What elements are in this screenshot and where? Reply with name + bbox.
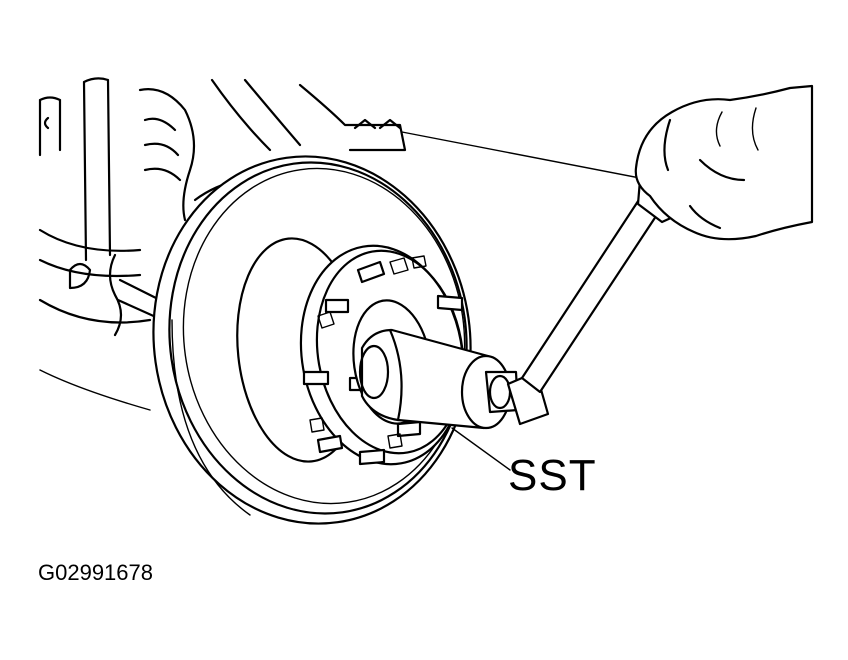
suspension-background	[38, 77, 641, 411]
figure-code: G02991678	[38, 560, 153, 585]
sst-callout-label: SST	[508, 451, 597, 500]
hand	[634, 84, 814, 241]
ratchet-wrench	[506, 178, 686, 426]
bolt-holes	[309, 255, 427, 449]
